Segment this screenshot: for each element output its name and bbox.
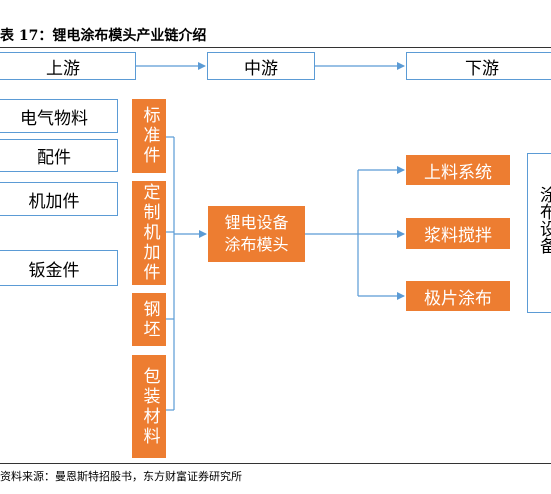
stage-midstream: 中游 [207,52,315,80]
component-standard-label: 标准件 [139,106,160,166]
component-custom-machined: 定制机加件 [132,181,166,285]
system-feeding: 上料系统 [406,155,510,185]
stage-upstream: 上游 [0,52,136,80]
center-coating-die-label: 锂电设备涂布模头 [224,213,289,254]
component-custom-machined-label: 定制机加件 [139,183,160,283]
material-electrical: 电气物料 [0,99,118,133]
downstream-equipment-box [527,153,551,313]
source-note: 资料来源：曼恩斯特招股书，东方财富证券研究所 [0,470,242,483]
footer-divider [0,463,551,464]
component-packaging-label: 包装材料 [139,366,160,447]
component-packaging: 包装材料 [132,355,166,458]
system-electrode-coating: 极片涂布 [406,281,510,311]
material-parts: 配件 [0,139,118,172]
figure-title: 表 17：锂电涂布模头产业链介绍 [0,28,207,44]
material-machined: 机加件 [0,182,118,216]
stage-downstream: 下游 [406,52,551,80]
downstream-equipment-label: 涂布设备 [536,186,551,254]
center-coating-die: 锂电设备涂布模头 [208,206,305,262]
title-divider [0,47,551,48]
component-standard: 标准件 [132,99,166,173]
system-slurry-mixing: 浆料搅拌 [406,218,510,249]
material-sheet-metal: 钣金件 [0,250,118,286]
component-steel-billet: 钢坯 [132,293,166,346]
component-steel-billet-label: 钢坯 [139,299,160,340]
